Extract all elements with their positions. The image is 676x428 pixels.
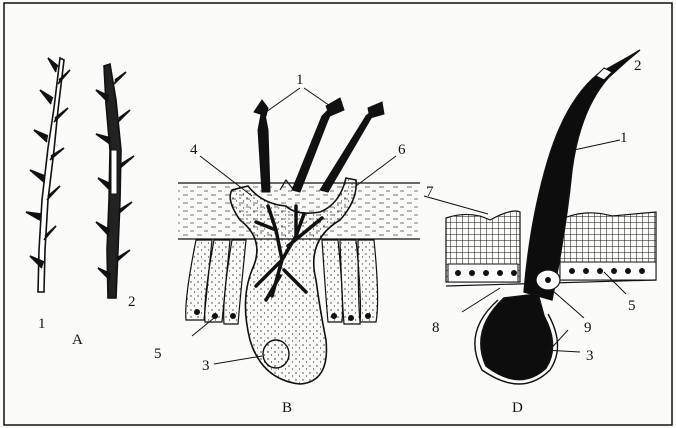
label-d9: 9 — [584, 320, 592, 336]
label-d8: 8 — [432, 320, 440, 336]
label-d3: 3 — [586, 348, 594, 364]
label-b1: 1 — [296, 72, 304, 88]
panel-label-b: B — [282, 400, 292, 416]
panel-b-taste-bud — [178, 98, 420, 384]
label-b4: 4 — [190, 142, 198, 158]
label-d5: 5 — [628, 298, 636, 314]
label-d7: 7 — [426, 184, 434, 200]
panel-d-hair-sensillum — [446, 50, 656, 384]
panel-a-sensilla — [26, 58, 134, 298]
label-d1: 1 — [620, 130, 628, 146]
sensory-hairs — [254, 98, 384, 192]
label-a2: 2 — [128, 294, 136, 310]
bristle-2 — [96, 64, 134, 298]
nucleus — [263, 340, 289, 368]
label-b6: 6 — [398, 142, 406, 158]
label-b3: 3 — [202, 358, 210, 374]
panel-label-d: D — [512, 400, 523, 416]
label-b5: 5 — [154, 346, 162, 362]
bristle-1 — [26, 58, 70, 292]
label-d2: 2 — [634, 58, 642, 74]
label-a1: 1 — [38, 316, 46, 332]
panel-label-a: A — [72, 332, 83, 348]
